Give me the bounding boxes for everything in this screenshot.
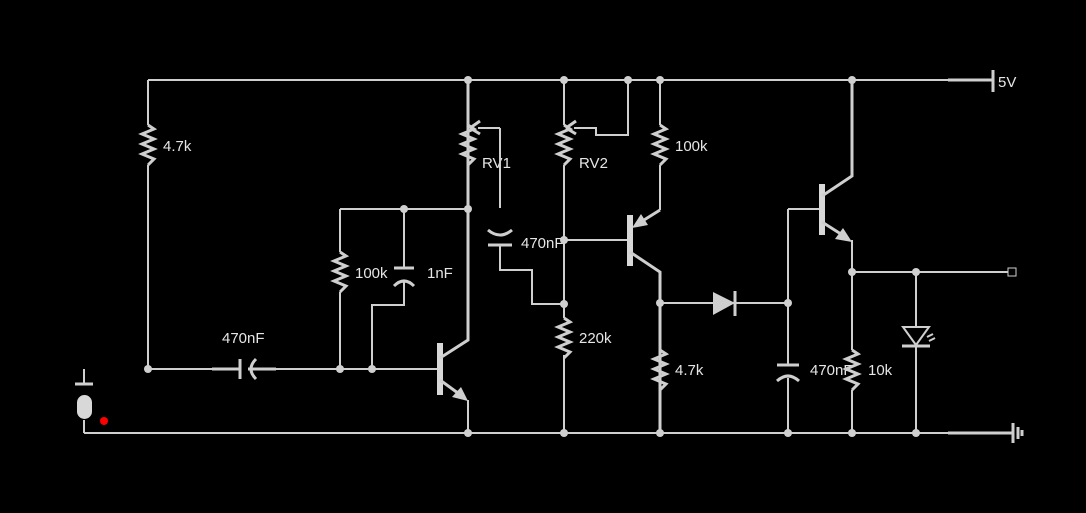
ground-icon	[1011, 423, 1024, 443]
transistor-q1-npn[interactable]	[405, 80, 470, 433]
label-c-filter: 470nF	[810, 362, 853, 379]
resistor-4.7k-bias[interactable]: 4.7k	[138, 80, 192, 369]
transistor-q3-npn[interactable]	[788, 80, 854, 433]
label-rv2: RV2	[579, 155, 608, 172]
label-rv1: RV1	[482, 155, 511, 172]
label-r-q2c: 4.7k	[675, 362, 704, 379]
resistor-220k[interactable]: 220k	[554, 316, 612, 360]
voltage-source-5v[interactable]: 5V	[991, 70, 1016, 92]
potentiometer-rv1[interactable]: RV1	[458, 119, 511, 172]
probe-dot[interactable]	[100, 417, 108, 425]
label-r-bias: 4.7k	[163, 138, 192, 155]
resistor-4.7k-q2[interactable]: 4.7k	[650, 348, 704, 392]
supply-label: 5V	[998, 74, 1016, 91]
resistor-100k-feedback[interactable]: 100k	[330, 209, 388, 369]
label-r-fb: 100k	[355, 265, 388, 282]
label-c-in: 470nF	[222, 330, 265, 347]
input-source[interactable]	[75, 369, 93, 433]
capacitor-470nf-filter[interactable]: 470nF	[775, 209, 853, 433]
capacitor-1nf-feedback[interactable]: 1nF	[371, 209, 453, 369]
resistor-100k-q2[interactable]: 100k	[650, 123, 708, 167]
resistor-10k[interactable]: 10k	[842, 348, 896, 392]
capacitor-470nf-coupling[interactable]: 470nF	[487, 128, 564, 305]
junction-dots	[144, 76, 920, 437]
output-terminal[interactable]	[1007, 267, 1017, 277]
label-r-out: 10k	[868, 362, 893, 379]
capacitor-470nf-input[interactable]: 470nF	[212, 330, 276, 381]
transistor-q2-pnp[interactable]	[564, 80, 662, 433]
led[interactable]	[901, 272, 936, 433]
label-c-fb: 1nF	[427, 265, 453, 282]
diode[interactable]	[660, 291, 788, 316]
label-c-couple: 470nF	[521, 235, 564, 252]
potentiometer-rv2[interactable]: RV2	[554, 80, 629, 433]
label-r-220: 220k	[579, 330, 612, 347]
label-r-q2e: 100k	[675, 138, 708, 155]
